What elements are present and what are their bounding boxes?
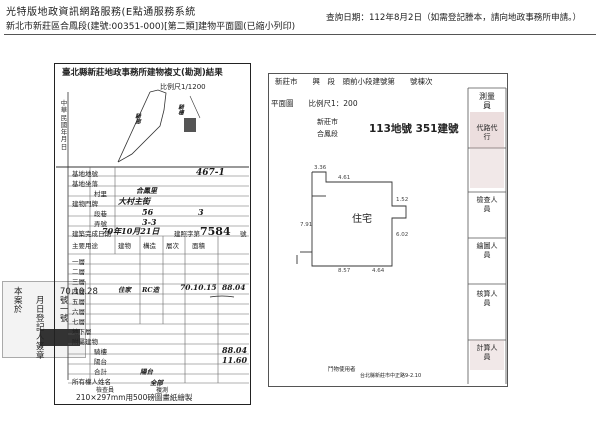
form-label: 主要用途 (72, 242, 98, 250)
plan-dimension: 4.61 (338, 175, 351, 181)
column-header: 層次 (166, 242, 179, 250)
plan-footer: 鬥物使用者 (328, 367, 428, 373)
form-label: 二層 (72, 268, 85, 276)
form-label: 陽台 (94, 358, 107, 366)
plan-footer-address: 台北縣新莊市中正路9-2.10 (360, 373, 422, 379)
hw-rooftop: 陽台 (140, 368, 153, 376)
form-label: 基地地號 (72, 170, 98, 178)
hw-village: 合鳳里 (136, 186, 157, 195)
hw-lane: 3-3 (142, 217, 157, 227)
hw-street: 大村主街 (118, 196, 150, 206)
staff-column: 繪圖人員 (476, 242, 498, 259)
plan-dimension: 7.91 (300, 222, 313, 228)
form-label: 騎樓 (94, 348, 107, 356)
hw-owner: 全部 (150, 379, 163, 387)
hw-structure: RC造 (142, 286, 160, 294)
form-label: 所有權人姓名 (72, 378, 111, 386)
form-label: 地下層 (72, 328, 92, 336)
survey-sheet-scale: 比例尺1/1200 (160, 83, 206, 91)
permit-label: 建照字第 (174, 230, 200, 238)
form-label: 六層 (72, 308, 85, 316)
header-divider (4, 34, 596, 35)
parcel-box: 新莊市 合鳳段 113地號 351建號 (313, 113, 459, 139)
form-label: 建物門牌 (72, 200, 98, 208)
form-label: 四層 (72, 288, 85, 296)
plan-room-label: 住宅 (352, 214, 372, 225)
survey-footer-note: 檢查員 複測 (96, 387, 169, 394)
hw-lot-no: 467-1 (196, 168, 225, 178)
staff-column: 檢查人員 (476, 196, 498, 213)
form-label: 五層 (72, 298, 85, 306)
hw-permit-no: 7584 (200, 225, 231, 238)
staff-column: 計算人員 (476, 344, 498, 361)
parcel-box-number: 113地號 351建號 (369, 123, 459, 135)
page-header-title: 光特版地政資訊網路服務(E點通服務系統 (6, 7, 196, 18)
column-header: 建物 (118, 242, 131, 250)
form-label: 建築完成日期 (72, 230, 111, 238)
paper-caption: 210×297mm用500磅圖畫紙繪製 (76, 393, 193, 402)
form-label: 合計 (94, 368, 107, 376)
column-header: 構造 (143, 242, 156, 250)
hw-number: 56 (142, 207, 154, 217)
floor-plan-header: 新莊市 興 段 頭前小段建號第 號棟次 (275, 77, 433, 86)
parcel-box-section: 合鳳段 (317, 130, 338, 138)
plan-dimension: 6.02 (396, 232, 409, 238)
form-label: 附屬建物 (72, 338, 98, 346)
hw-plan-label-a: 騎廊 (134, 113, 140, 124)
stamp-redaction (40, 329, 80, 346)
page-header-subtitle: 新北市新莊區合鳳段(建號:00351-000)[第二類]建物平面圖(已縮小列印) (6, 22, 296, 32)
column-header: 面積 (192, 242, 205, 250)
hw-use: 住家 (118, 286, 131, 294)
plan-dimension: 4.64 (372, 268, 385, 274)
form-label: 村里 (94, 190, 107, 198)
hw-balcony: 11.60 (222, 355, 248, 365)
form-label: 一層 (72, 258, 85, 266)
hw-completion-date: 70年10月21日 (102, 226, 160, 236)
parcel-box-district: 新莊市 (317, 118, 338, 126)
query-date: 查詢日期：112年8月2日（如需登記謄本，請向地政事務所申請。） (326, 13, 582, 23)
hw-plan-label-b: 騎樓 (177, 104, 183, 115)
form-label: 三層 (72, 278, 85, 286)
floor-plan-scale: 平面圖 比例尺1：200 (271, 99, 358, 108)
permit-suffix: 號 (240, 230, 247, 238)
hw-area: 88.04 (222, 283, 246, 292)
plan-dimension: 3.36 (314, 165, 327, 171)
hw-floor: 3 (198, 207, 204, 217)
form-label: 七層 (72, 318, 85, 326)
staff-column: 代路代行 (476, 124, 498, 141)
survey-sheet-title: 臺北縣新莊地政事務所建物複丈(勘測)結果 (62, 68, 223, 78)
form-label: 段巷 (94, 210, 107, 218)
plan-dimension: 1.52 (396, 197, 409, 203)
margin-text-left: 本案於 (14, 287, 23, 316)
hw-total-area: 88.04 (222, 345, 248, 355)
floor-plan-sheet (268, 73, 508, 387)
staff-column: 核算人員 (476, 290, 498, 307)
hw-date2: 70.10.15 (180, 283, 217, 292)
form-label: 弄號 (94, 220, 107, 228)
form-label: 基地坐落 (72, 180, 98, 188)
plan-dimension: 8.57 (338, 268, 351, 274)
survey-result-sheet (54, 63, 251, 405)
staff-column: 測量員 (479, 92, 495, 110)
